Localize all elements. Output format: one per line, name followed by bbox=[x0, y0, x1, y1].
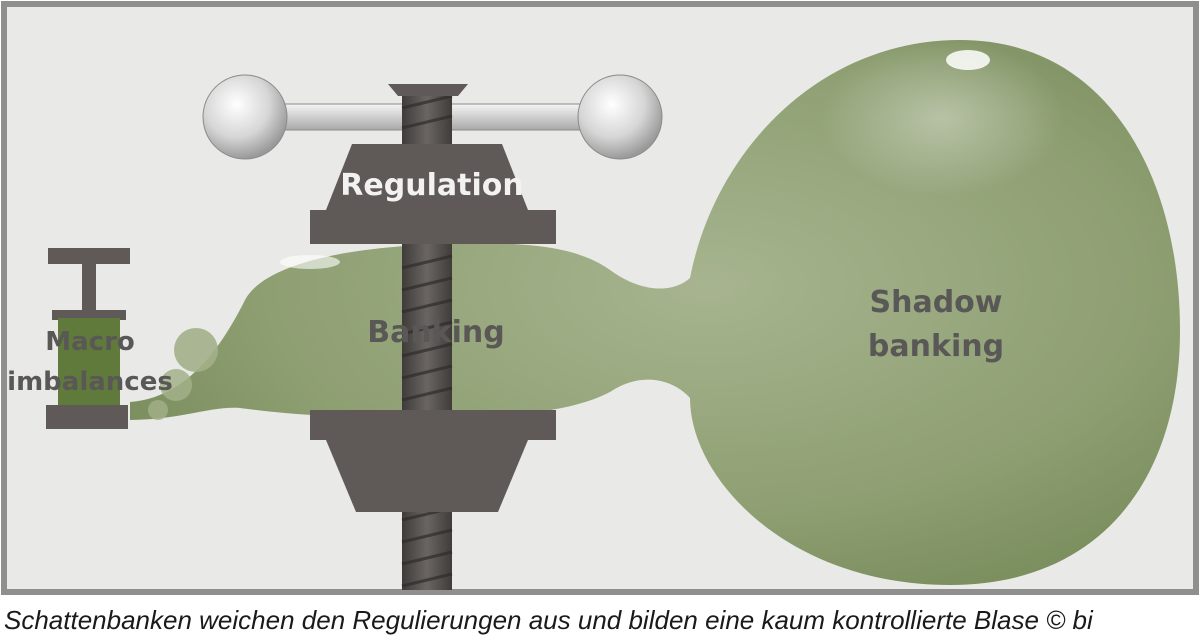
press-knob-right bbox=[577, 74, 663, 160]
press-nut bbox=[388, 84, 468, 96]
regulation-block bbox=[326, 144, 528, 210]
macro-pump bbox=[46, 248, 130, 429]
press-knob-left bbox=[202, 74, 288, 160]
bubble-medium bbox=[160, 369, 192, 401]
macro-label-line1: Macro bbox=[45, 327, 135, 357]
lower-block bbox=[326, 440, 528, 512]
banking-balloon-glint bbox=[280, 255, 340, 269]
pump-cap bbox=[52, 310, 126, 320]
shadow-banking-label-line1: Shadow bbox=[869, 285, 1002, 320]
regulation-plate bbox=[310, 210, 556, 244]
macro-label-line2: imbalances bbox=[7, 367, 173, 397]
shadow-balloon-highlight bbox=[820, 40, 1064, 196]
shadow-balloon-glint bbox=[946, 50, 990, 70]
pump-rod bbox=[82, 264, 96, 312]
bubble-large bbox=[174, 328, 218, 372]
diagram-canvas: Regulation Banking Shadow banking Macro … bbox=[1, 1, 1199, 595]
shadow-banking-label-line2: banking bbox=[868, 329, 1004, 364]
pump-handle-top bbox=[48, 248, 130, 264]
pump-base bbox=[46, 405, 128, 429]
figure-caption: Schattenbanken weichen den Regulierungen… bbox=[4, 605, 1093, 635]
regulation-label: Regulation bbox=[340, 168, 523, 203]
bubble-small bbox=[148, 400, 168, 420]
shadow-banking-diagram: Regulation Banking Shadow banking Macro … bbox=[1, 1, 1199, 595]
banking-label: Banking bbox=[367, 315, 505, 350]
lower-plate bbox=[310, 410, 556, 440]
regulation-press bbox=[202, 74, 663, 590]
screw-threads bbox=[401, 94, 453, 588]
pump-block bbox=[58, 318, 120, 406]
